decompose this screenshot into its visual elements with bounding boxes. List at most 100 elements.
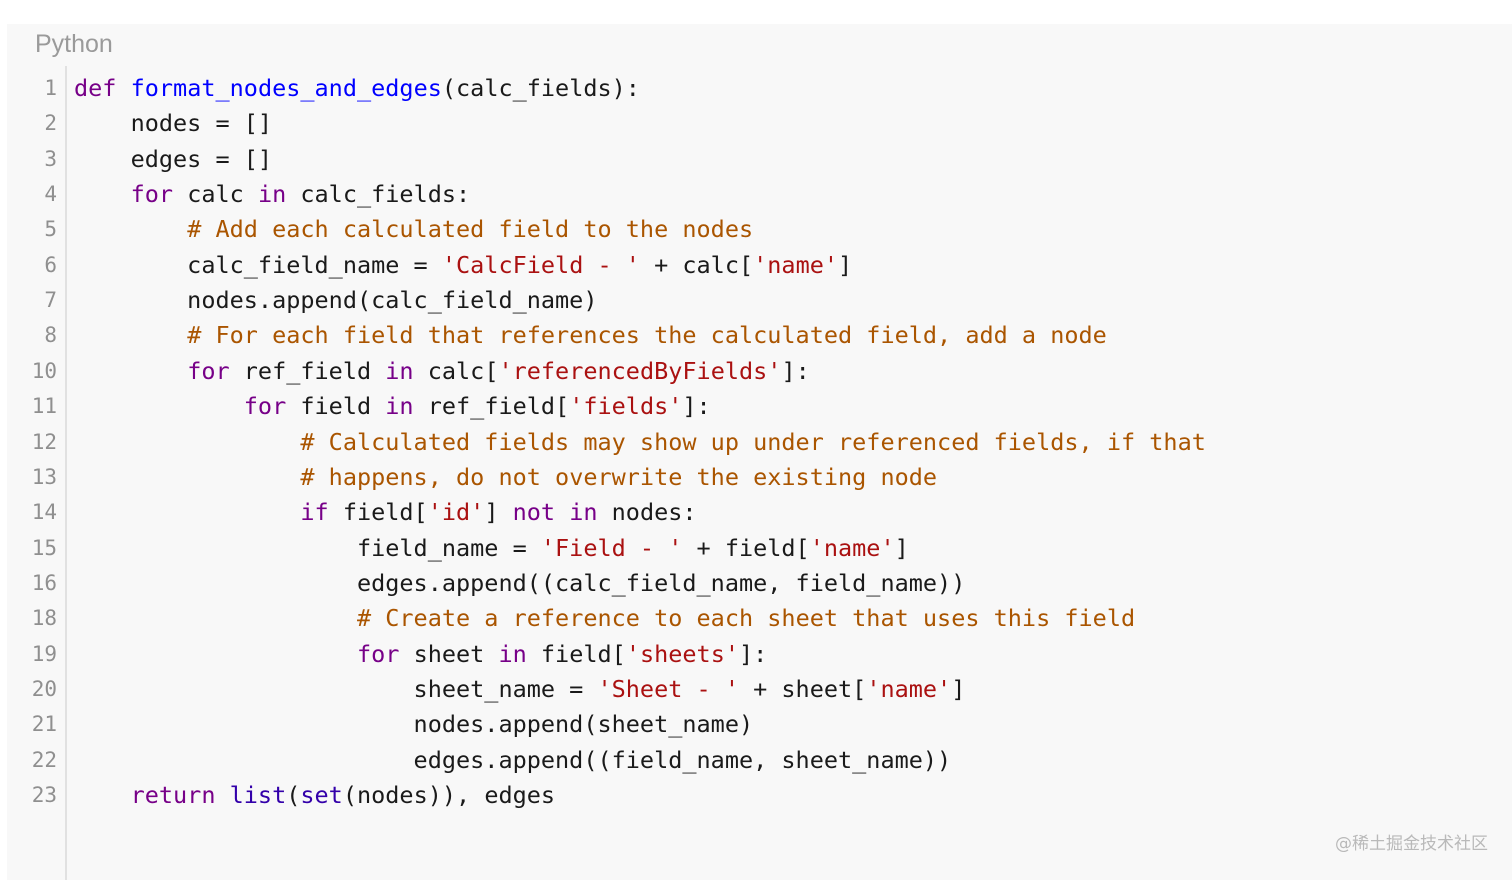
code-token-plain: nodes.append(calc_field_name) xyxy=(74,286,598,315)
code-token-plain: + calc[ xyxy=(639,250,754,279)
code-token-plain xyxy=(74,180,131,208)
code-token-plain: field[ xyxy=(328,498,428,527)
code-token-plain xyxy=(74,392,244,420)
code-line: # Add each calculated field to the nodes xyxy=(74,212,753,247)
line-number: 7 xyxy=(44,288,57,313)
code-line: for field in ref_field['fields']: xyxy=(74,389,711,424)
code-token-string: 'name' xyxy=(809,533,895,562)
code-token-plain xyxy=(74,357,187,385)
code-line: return list(set(nodes)), edges xyxy=(74,778,555,813)
code-token-plain: edges.append((calc_field_name, field_nam… xyxy=(74,568,966,597)
code-line: for sheet in field['sheets']: xyxy=(74,637,767,672)
code-token-plain: + field[ xyxy=(682,533,810,562)
code-line: edges = [] xyxy=(74,142,273,177)
code-token-plain xyxy=(215,781,229,809)
code-token-keyword: in xyxy=(498,639,527,668)
code-token-keyword: for xyxy=(130,180,174,209)
code-token-comment: # For each field that references the cal… xyxy=(187,321,1107,350)
code-line: edges.append((calc_field_name, field_nam… xyxy=(74,566,965,601)
code-line: def format_nodes_and_edges(calc_fields): xyxy=(74,71,640,106)
code-token-string: 'Field - ' xyxy=(540,533,683,562)
code-token-keyword: for xyxy=(187,356,230,385)
code-token-string: 'CalcField - ' xyxy=(441,250,640,279)
code-line: # Create a reference to each sheet that … xyxy=(74,601,1135,636)
code-token-plain xyxy=(74,215,187,243)
line-number: 19 xyxy=(31,641,57,666)
code-token-plain: + sheet[ xyxy=(738,674,867,703)
code-line: # For each field that references the cal… xyxy=(74,318,1107,353)
code-token-plain: ref_field xyxy=(229,356,386,385)
code-token-plain xyxy=(116,74,130,102)
line-number: 22 xyxy=(31,747,57,772)
line-number: 23 xyxy=(31,783,57,807)
watermark: @稀土掘金技术社区 xyxy=(1335,834,1488,854)
code-token-plain: nodes.append(sheet_name) xyxy=(74,710,754,739)
code-line: if field['id'] not in nodes: xyxy=(74,495,697,530)
code-line: sheet_name = 'Sheet - ' + sheet['name'] xyxy=(74,672,966,707)
code-line: nodes.append(sheet_name) xyxy=(74,707,754,742)
code-token-plain xyxy=(74,781,131,809)
code-token-plain: ]: xyxy=(781,356,810,385)
code-token-plain: edges = [] xyxy=(74,144,273,173)
line-number: 3 xyxy=(44,146,57,171)
line-number: 20 xyxy=(31,676,57,701)
code-token-plain xyxy=(74,604,357,632)
code-token-string: 'id' xyxy=(427,498,485,527)
code-token-string: 'fields' xyxy=(569,392,683,421)
line-number: 2 xyxy=(44,111,57,136)
line-number: 18 xyxy=(31,606,57,631)
line-number: 11 xyxy=(31,394,57,419)
code-token-keyword: for xyxy=(243,392,287,421)
code-token-plain: field xyxy=(286,392,386,421)
code-token-string: 'referencedByFields' xyxy=(498,356,782,385)
code-token-keyword: in xyxy=(385,356,414,385)
line-number: 12 xyxy=(31,429,57,454)
line-number: 15 xyxy=(31,535,57,560)
code-token-plain: ] xyxy=(951,674,966,703)
code-token-plain: nodes: xyxy=(597,498,697,527)
line-number: 14 xyxy=(31,500,57,525)
code-area[interactable]: def format_nodes_and_edges(calc_fields):… xyxy=(74,71,1512,880)
code-line: nodes = [] xyxy=(74,106,273,141)
code-token-string: 'name' xyxy=(866,674,952,703)
code-token-plain: ] xyxy=(894,533,909,562)
code-token-plain: (calc_fields): xyxy=(441,74,640,102)
code-line: calc_field_name = 'CalcField - ' + calc[… xyxy=(74,248,852,283)
code-token-plain xyxy=(74,463,300,491)
code-token-keyword: if xyxy=(300,498,329,527)
code-token-plain: ]: xyxy=(682,392,711,421)
line-number: 10 xyxy=(31,358,57,383)
code-token-builtin: set xyxy=(300,781,343,809)
code-token-plain: field_name = xyxy=(74,533,541,562)
code-token-string: 'sheets' xyxy=(625,639,739,668)
line-number: 8 xyxy=(44,323,57,348)
code-token-plain: nodes = [] xyxy=(74,109,273,138)
code-token-plain xyxy=(74,321,187,349)
code-token-plain: ] xyxy=(484,498,513,527)
language-label: Python xyxy=(35,30,113,58)
code-token-keyword: in xyxy=(385,392,414,421)
code-token-keyword: return xyxy=(130,781,216,809)
code-token-plain: sheet xyxy=(399,639,499,668)
line-number: 4 xyxy=(44,182,57,207)
code-line: # Calculated fields may show up under re… xyxy=(74,425,1206,460)
code-token-comment: # Calculated fields may show up under re… xyxy=(300,427,1206,456)
code-token-plain xyxy=(74,498,300,526)
code-line: for calc in calc_fields: xyxy=(74,177,471,212)
code-token-plain: sheet_name = xyxy=(74,674,598,703)
code-token-string: 'Sheet - ' xyxy=(597,674,739,703)
line-number: 6 xyxy=(44,252,57,277)
code-token-plain: (nodes)), edges xyxy=(342,781,556,809)
code-token-def: format_nodes_and_edges xyxy=(130,74,442,102)
code-line: nodes.append(calc_field_name) xyxy=(74,283,597,318)
code-token-string: 'name' xyxy=(753,250,839,279)
line-number: 1 xyxy=(44,76,57,100)
code-token-plain: calc[ xyxy=(413,356,499,385)
code-token-comment: # happens, do not overwrite the existing… xyxy=(300,462,938,491)
code-token-keyword: not xyxy=(512,498,556,527)
code-token-comment: # Create a reference to each sheet that … xyxy=(356,604,1136,633)
code-line: field_name = 'Field - ' + field['name'] xyxy=(74,531,909,566)
code-token-keyword: in xyxy=(569,498,598,527)
